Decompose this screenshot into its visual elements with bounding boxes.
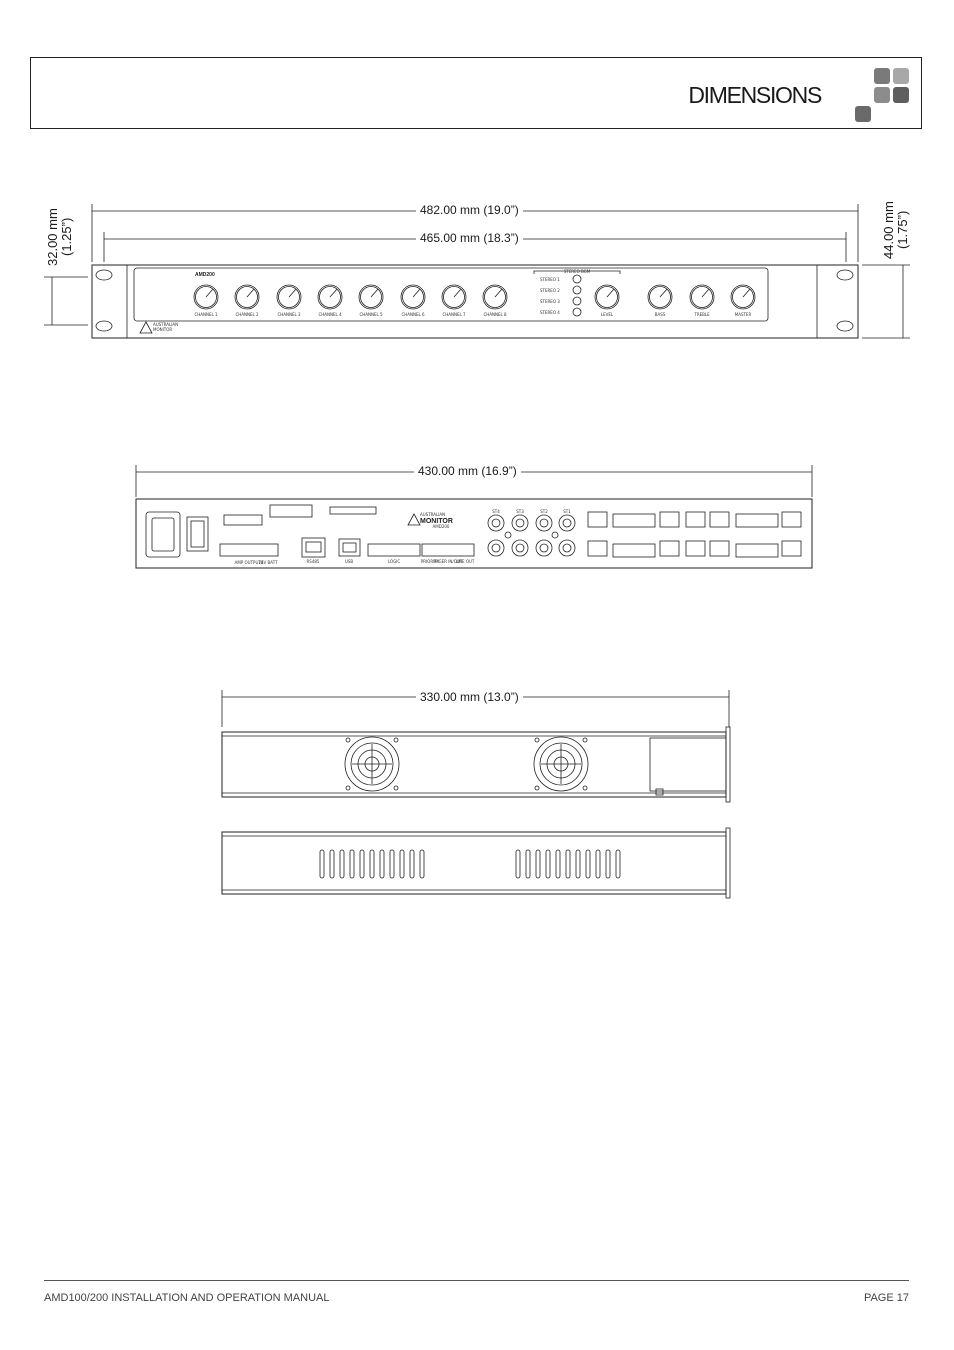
logo-square xyxy=(855,106,871,122)
rear-connectors xyxy=(587,511,802,558)
header-box: DIMENSIONS xyxy=(30,57,922,129)
logo-square xyxy=(874,87,890,103)
front-brand-line2: MONITOR xyxy=(153,327,172,332)
height-left-mm: 32.00 mm xyxy=(45,208,60,266)
knob-label-bass: BASS xyxy=(655,312,666,317)
rca-label: ST1 xyxy=(563,509,571,514)
stereo-label: STEREO 3 xyxy=(540,299,560,304)
logo-square xyxy=(893,68,909,84)
rear-brand-line1: AUSTRALIAN xyxy=(420,512,445,517)
rca-label: ST3 xyxy=(516,509,524,514)
rear-brand-line2: MONITOR xyxy=(420,518,453,525)
rear-label-usb: USB xyxy=(345,559,353,564)
front-model-label: AMD200 xyxy=(195,272,215,278)
rear-width-label: 430.00 mm (16.9”) xyxy=(414,464,521,478)
channel-label: CHANNEL 2 xyxy=(235,312,259,317)
footer-divider xyxy=(44,1280,909,1281)
front-height-right-label: 44.00 mm (1.75”) xyxy=(881,198,910,262)
front-height-left-label: 32.00 mm (1.25”) xyxy=(45,206,74,268)
front-brand-line1: AUSTRALIAN xyxy=(153,322,178,327)
channel-label: CHANNEL 6 xyxy=(401,312,425,317)
height-right-mm: 44.00 mm xyxy=(881,201,896,259)
logo-square xyxy=(874,68,890,84)
height-right-in: (1.75”) xyxy=(895,210,910,250)
channel-label: CHANNEL 7 xyxy=(442,312,466,317)
channel-label: CHANNEL 3 xyxy=(277,312,301,317)
knob-label-master: MASTER xyxy=(735,312,752,317)
height-left-in: (1.25”) xyxy=(59,217,74,257)
front-width-inner-label: 465.00 mm (18.3”) xyxy=(416,231,523,245)
front-width-outer-label: 482.00 mm (19.0”) xyxy=(416,203,523,217)
rear-label-logic: LOGIC xyxy=(388,559,401,564)
rear-label-pager: PAGER IN/OUT xyxy=(434,559,463,564)
stereo-label: STEREO 4 xyxy=(540,310,560,315)
footer-manual-title: AMD100/200 INSTALLATION AND OPERATION MA… xyxy=(44,1292,330,1304)
stereo-label: STEREO 1 xyxy=(540,277,560,282)
rca-label: ST4 xyxy=(492,509,500,514)
channel-label: CHANNEL 1 xyxy=(194,312,218,317)
knob-label-level: LEVEL xyxy=(601,312,614,317)
vent-slots xyxy=(319,849,621,879)
channel-label: CHANNEL 4 xyxy=(318,312,342,317)
master-knobs xyxy=(594,284,756,310)
channel-label: CHANNEL 8 xyxy=(483,312,507,317)
rca-label: ST2 xyxy=(540,509,548,514)
logo-square xyxy=(893,87,909,103)
fan-grilles xyxy=(344,736,589,792)
rear-model-label: AMD200 xyxy=(433,524,450,529)
rear-label-battery: 24V BATT xyxy=(258,560,278,565)
rear-label-amp-outputs: AMP OUTPUTS xyxy=(235,560,264,565)
stereo-bgm-header: STEREO BGM xyxy=(564,269,591,274)
rear-label-rs485: RS485 xyxy=(307,559,320,564)
page-title: DIMENSIONS xyxy=(688,82,822,108)
rear-label-priority: PRIORITY xyxy=(421,559,440,564)
channel-label: CHANNEL 5 xyxy=(359,312,383,317)
knob-label-treble: TREBLE xyxy=(693,312,710,317)
channel-knobs xyxy=(193,284,508,310)
footer-page-number: PAGE 17 xyxy=(863,1292,909,1304)
rear-label-line-out: LINE OUT xyxy=(456,559,475,564)
brand-logo-icon xyxy=(855,66,911,122)
stereo-label: STEREO 2 xyxy=(540,288,560,293)
rca-jacks xyxy=(487,514,576,557)
side-depth-label: 330.00 mm (13.0”) xyxy=(416,690,523,704)
